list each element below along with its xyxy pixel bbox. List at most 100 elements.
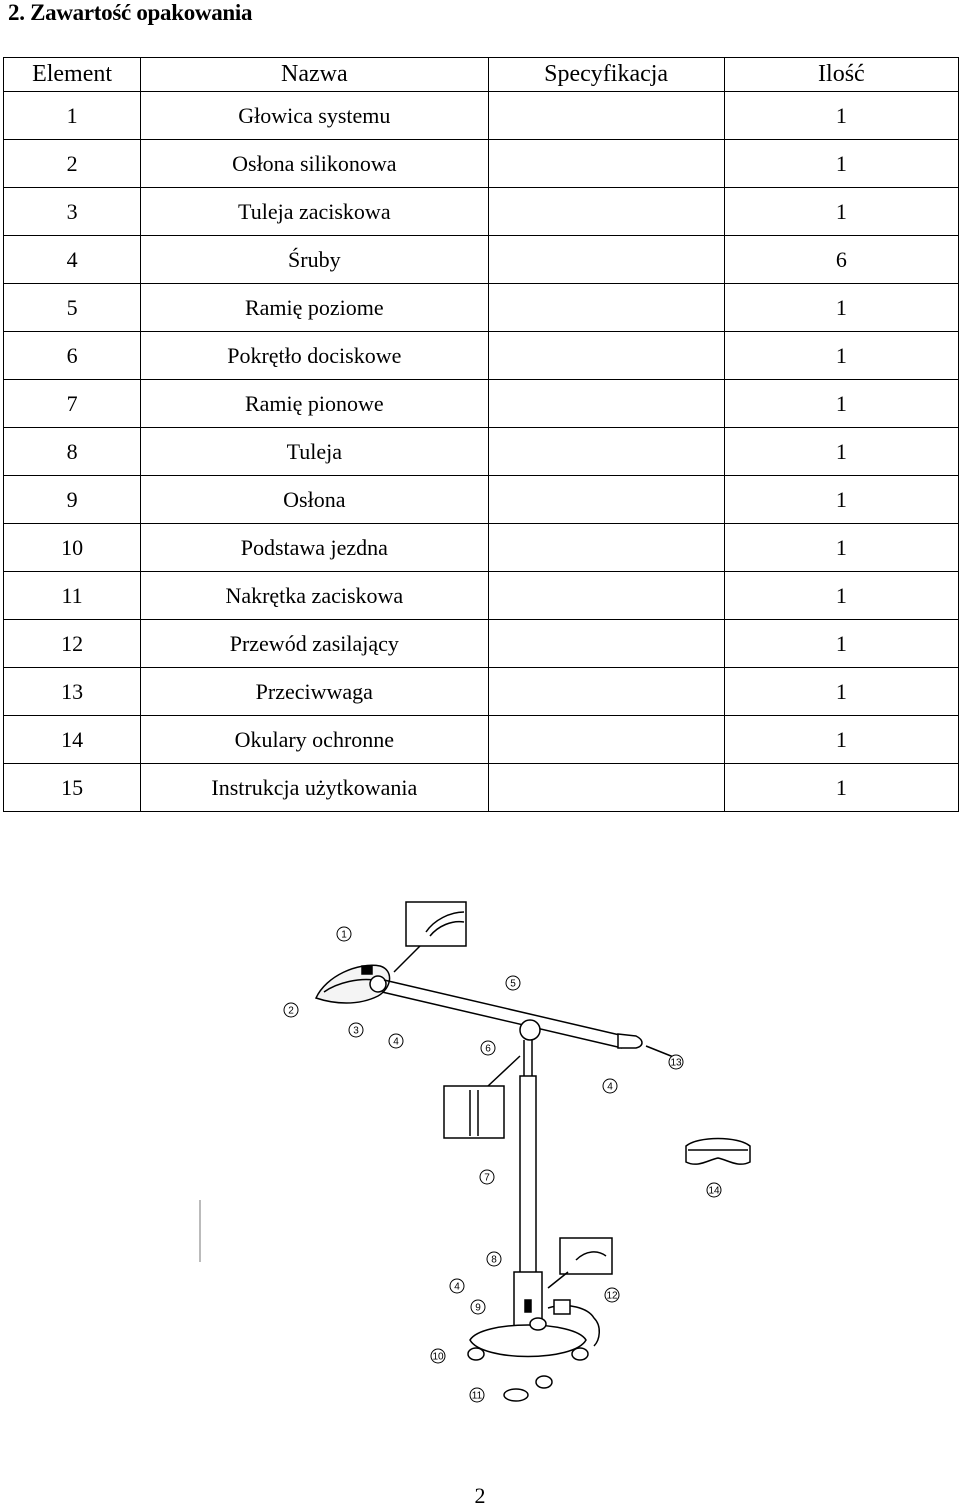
cell-name: Ramię poziome	[140, 283, 489, 332]
cell-element: 13	[2, 667, 142, 716]
cell-quantity: 1	[723, 715, 960, 764]
cell-name: Przeciwwaga	[140, 667, 489, 716]
cell-name: Tuleja	[140, 427, 489, 476]
page-number: 2	[474, 1483, 486, 1508]
cell-specification	[487, 427, 725, 476]
cell-quantity: 1	[723, 763, 960, 812]
table-header-row: Element Nazwa Specyfikacja Ilość	[2, 57, 960, 92]
cell-element: 8	[2, 427, 142, 476]
horizontal-arm	[381, 979, 643, 1049]
callout-number: 2	[288, 1006, 294, 1017]
cell-element: 1	[2, 91, 142, 140]
callout-circle	[388, 1033, 404, 1049]
cell-name: Śruby	[140, 235, 489, 284]
callout-number: 4	[607, 1082, 613, 1093]
cell-element: 11	[2, 571, 142, 620]
header-specification: Specyfikacja	[487, 57, 725, 92]
cell-element: 10	[2, 523, 142, 572]
callout-circle	[348, 1022, 364, 1038]
cell-quantity: 1	[723, 283, 960, 332]
cell-element: 3	[2, 187, 142, 236]
cell-name: Pokrętło dociskowe	[140, 331, 489, 380]
cell-specification	[487, 283, 725, 332]
callout-circle	[602, 1078, 618, 1094]
cell-specification	[487, 571, 725, 620]
callout-circle	[604, 1287, 620, 1303]
callout-number: 6	[485, 1044, 491, 1055]
callout-circle	[668, 1054, 684, 1070]
cell-quantity: 1	[723, 139, 960, 188]
cell-name: Ramię pionowe	[140, 379, 489, 428]
cell-specification	[487, 667, 725, 716]
header-name: Nazwa	[140, 57, 489, 92]
callout-number: 5	[510, 979, 516, 990]
callout-circle	[505, 975, 521, 991]
cell-element: 5	[2, 283, 142, 332]
callout-circle	[480, 1040, 496, 1056]
cell-quantity: 1	[723, 187, 960, 236]
header-element: Element	[2, 57, 142, 92]
section-heading: 2. Zawartość opakowania	[8, 0, 253, 25]
callout-number: 13	[670, 1058, 682, 1069]
callout-circle	[479, 1169, 495, 1185]
callout-number: 4	[454, 1282, 460, 1293]
cell-element: 9	[2, 475, 142, 524]
callout-circle	[486, 1251, 502, 1267]
callout-number: 3	[353, 1026, 359, 1037]
cell-name: Okulary ochronne	[140, 715, 489, 764]
callout-number: 11	[472, 1391, 483, 1402]
cell-name: Przewód zasilający	[140, 619, 489, 668]
cell-specification	[487, 235, 725, 284]
cell-element: 6	[2, 331, 142, 380]
cell-quantity: 1	[723, 427, 960, 476]
callout-number: 9	[475, 1303, 481, 1314]
cell-name: Nakrętka zaciskowa	[140, 571, 489, 620]
header-quantity: Ilość	[723, 57, 960, 92]
cell-quantity: 1	[723, 331, 960, 380]
cell-specification	[487, 91, 725, 140]
cell-quantity: 1	[723, 91, 960, 140]
callout-number: 1	[341, 930, 347, 941]
cell-element: 4	[2, 235, 142, 284]
lamp-head	[314, 964, 391, 1004]
callout-circle	[283, 1002, 299, 1018]
cell-specification	[487, 331, 725, 380]
cell-name: Tuleja zaciskowa	[140, 187, 489, 236]
cell-specification	[487, 715, 725, 764]
callout-number: 14	[708, 1186, 720, 1197]
callout-number: 8	[491, 1255, 497, 1266]
inset-top	[393, 901, 467, 973]
callout-circle	[470, 1299, 486, 1315]
cell-quantity: 6	[723, 235, 960, 284]
cell-quantity: 1	[723, 619, 960, 668]
cell-quantity: 1	[723, 667, 960, 716]
cell-element: 14	[2, 715, 142, 764]
cell-name: Głowica systemu	[140, 91, 489, 140]
inset-middle	[443, 1055, 521, 1139]
cell-specification	[487, 139, 725, 188]
cell-element: 15	[2, 763, 142, 812]
clamp-nut	[503, 1388, 529, 1402]
cell-specification	[487, 523, 725, 572]
cell-specification	[487, 619, 725, 668]
cell-quantity: 1	[723, 523, 960, 572]
rolling-base	[467, 1317, 589, 1389]
cell-specification	[487, 187, 725, 236]
callout-circle	[449, 1278, 465, 1294]
